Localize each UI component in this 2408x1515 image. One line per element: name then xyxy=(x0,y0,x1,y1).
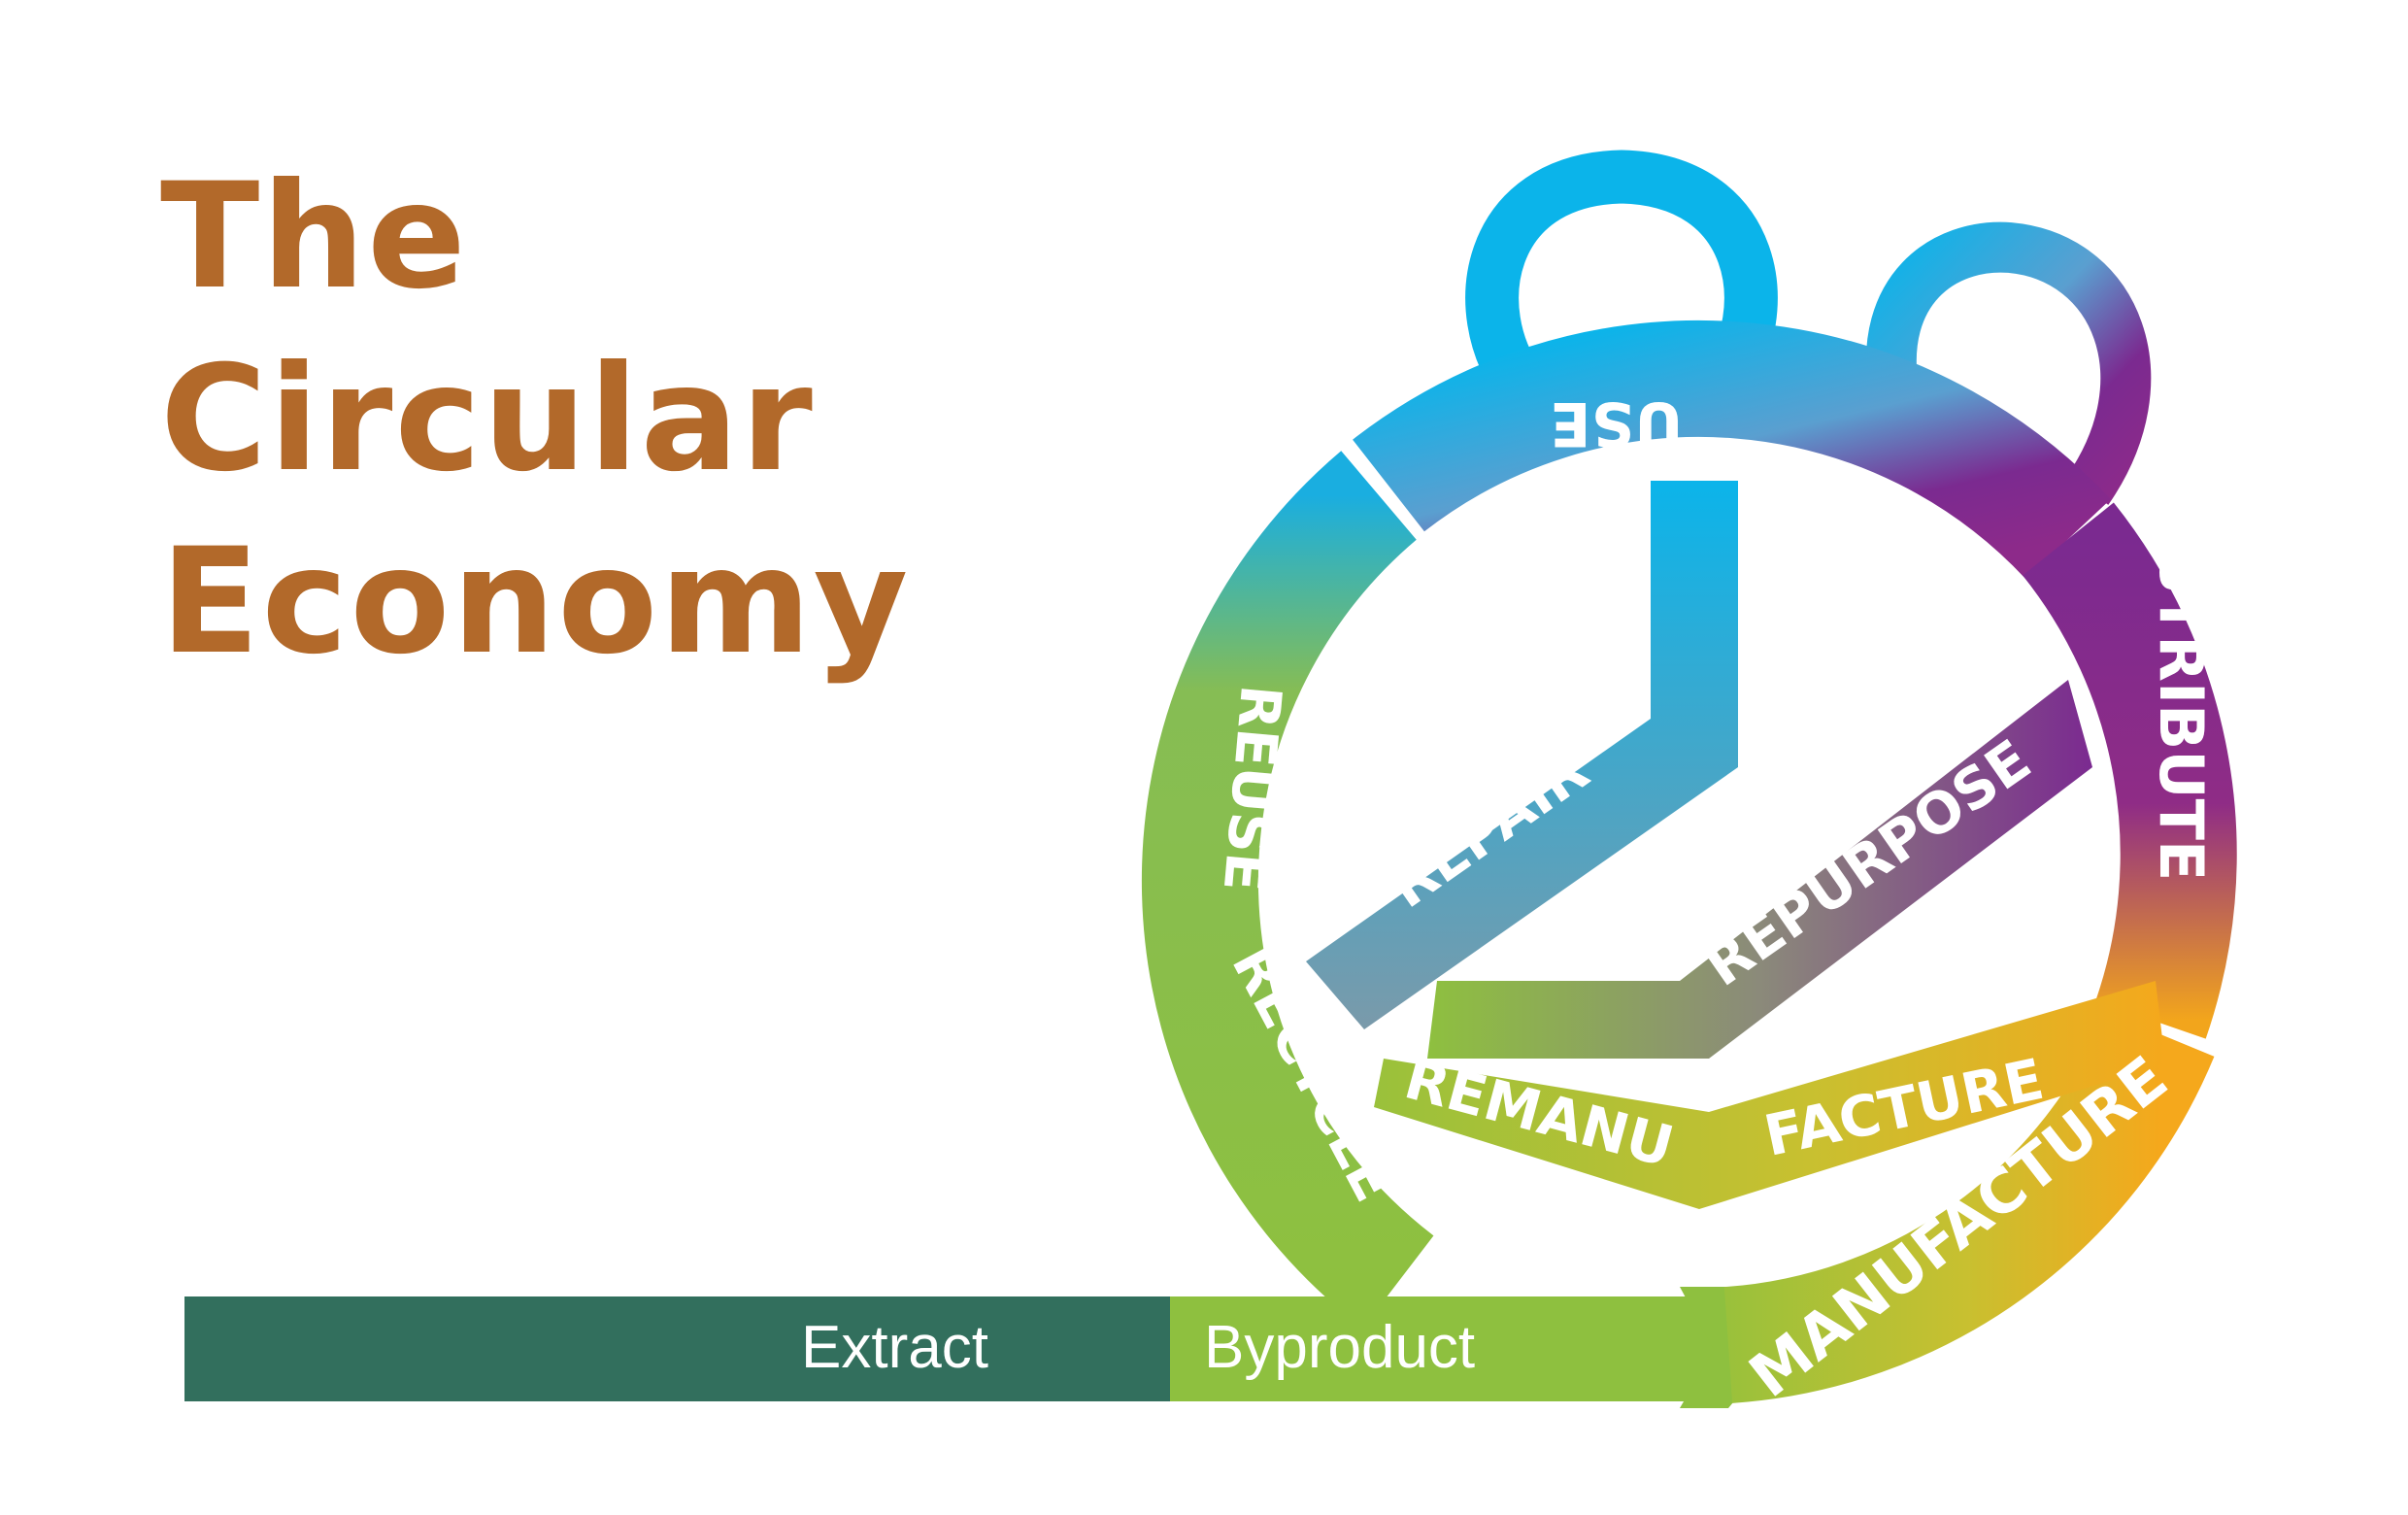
label-use: USE xyxy=(1550,388,1683,459)
label-remanufacture-left: REMANU xyxy=(1398,1045,1681,1180)
extract-bar xyxy=(184,1296,1170,1401)
page-title: The Circular Economy xyxy=(160,146,910,693)
ring-right-segment xyxy=(2022,502,2237,1039)
title-line-2: Circular xyxy=(160,335,815,504)
byproduct-label: Byproduct xyxy=(1204,1314,1475,1381)
remanufacture-channel xyxy=(1374,981,2165,1209)
label-repurpose: REPURPOSE xyxy=(1693,726,2043,998)
label-distribute: DISTRIBUTE xyxy=(2146,479,2217,882)
ring-bottom-segment xyxy=(1723,1011,2215,1403)
use-channel xyxy=(1306,481,1738,1029)
title-line-1: The xyxy=(160,152,468,321)
repurpose-channel xyxy=(1427,680,2092,1059)
extract-label: Extract xyxy=(801,1314,988,1381)
ring-top-segment xyxy=(1353,320,2111,580)
title-line-3: Economy xyxy=(160,518,911,687)
ring-left-segment xyxy=(1141,451,1434,1329)
use-loop xyxy=(1465,150,1778,400)
byproduct-bar xyxy=(1170,1296,1714,1401)
distribute-loop xyxy=(1865,221,2152,505)
